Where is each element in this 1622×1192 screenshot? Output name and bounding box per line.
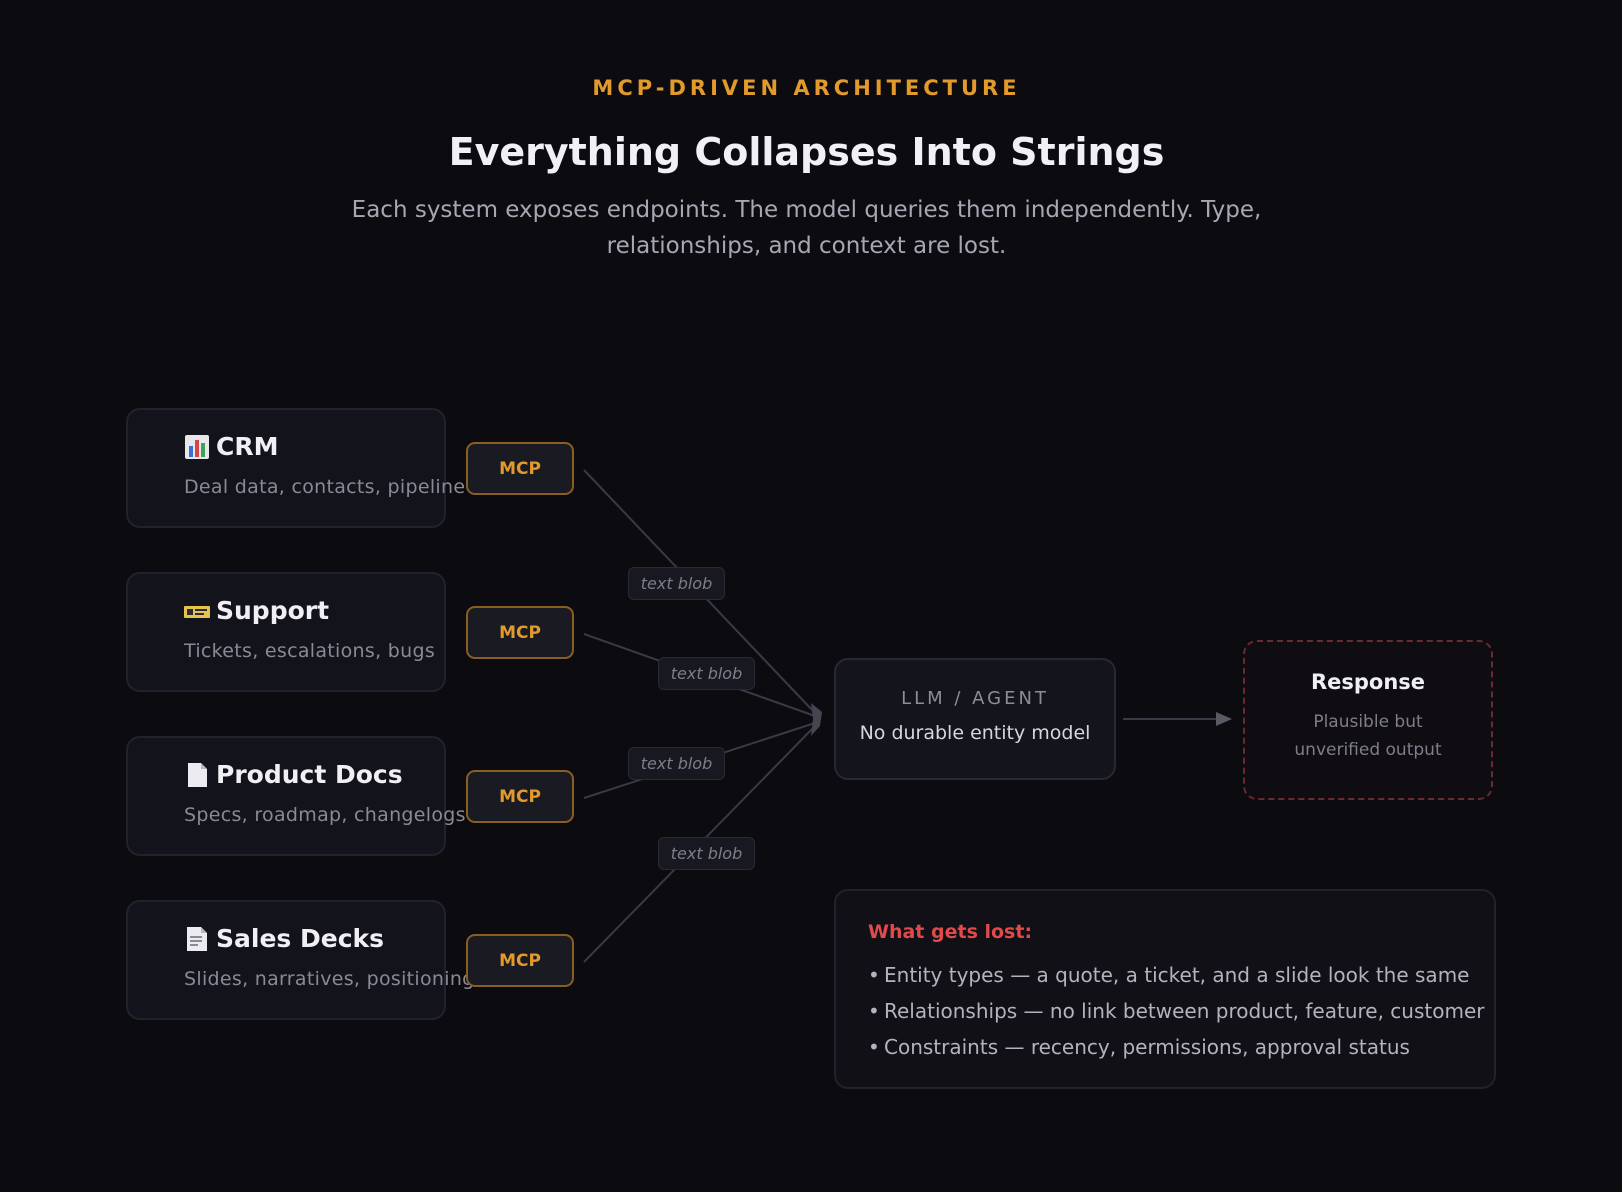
lost-title: What gets lost:	[868, 921, 1033, 943]
lost-item-text: Relationships — no link between product,…	[884, 999, 1485, 1023]
source-name: Product Docs	[216, 760, 403, 789]
source-name: CRM	[216, 432, 279, 461]
edge-label-text-blob: text blob	[628, 747, 725, 780]
source-card-support: Support Tickets, escalations, bugs	[126, 572, 446, 692]
response-title: Response	[1310, 670, 1426, 694]
what-gets-lost-panel: What gets lost: •Entity types — a quote,…	[834, 889, 1496, 1089]
source-description: Tickets, escalations, bugs	[184, 640, 436, 662]
arrow-head-icon	[1216, 712, 1232, 726]
bullet-icon: •	[868, 963, 880, 987]
ticket-icon	[184, 598, 210, 624]
page-subtitle: Each system exposes endpoints. The model…	[351, 197, 1262, 259]
merge-node-icon	[811, 703, 822, 736]
edge-label-text-blob: text blob	[658, 657, 755, 690]
llm-agent-sublabel: No durable entity model	[859, 722, 1091, 744]
response-node: Response Plausible but unverified output	[1243, 640, 1493, 800]
diagram-eyebrow: MCP-DRIVEN ARCHITECTURE	[592, 76, 1021, 100]
page-title: Everything Collapses Into Strings	[448, 130, 1165, 174]
lost-list-item: •Entity types — a quote, a ticket, and a…	[868, 957, 1485, 993]
bar-chart-icon	[184, 434, 210, 460]
source-description: Specs, roadmap, changelogs	[184, 804, 466, 826]
edge-label-text-blob: text blob	[658, 837, 755, 870]
lost-item-text: Entity types — a quote, a ticket, and a …	[884, 963, 1470, 987]
lost-list: •Entity types — a quote, a ticket, and a…	[868, 957, 1485, 1065]
mcp-connector-crm: MCP	[466, 442, 574, 495]
lost-item-text: Constraints — recency, permissions, appr…	[884, 1035, 1410, 1059]
source-description: Slides, narratives, positioning	[184, 968, 475, 990]
lost-list-item: •Relationships — no link between product…	[868, 993, 1485, 1029]
source-card-product-docs: Product Docs Specs, roadmap, changelogs	[126, 736, 466, 856]
slides-icon	[184, 926, 210, 952]
response-description: Plausible but unverified output	[1245, 708, 1491, 764]
mcp-connector-product-docs: MCP	[466, 770, 574, 823]
response-description-text: Plausible but unverified output	[1294, 712, 1442, 760]
edge-label-text-blob: text blob	[628, 567, 725, 600]
source-card-crm: CRM Deal data, contacts, pipeline	[126, 408, 465, 528]
source-card-sales-decks: Sales Decks Slides, narratives, position…	[126, 900, 474, 1020]
document-icon	[184, 762, 210, 788]
mcp-connector-support: MCP	[466, 606, 574, 659]
bullet-icon: •	[868, 1035, 880, 1059]
lost-list-item: •Constraints — recency, permissions, app…	[868, 1029, 1485, 1065]
llm-agent-label: LLM / AGENT	[901, 688, 1049, 709]
source-name: Support	[216, 596, 330, 625]
mcp-connector-sales-decks: MCP	[466, 934, 574, 987]
source-description: Deal data, contacts, pipeline	[184, 476, 466, 498]
bullet-icon: •	[868, 999, 880, 1023]
source-name: Sales Decks	[216, 924, 385, 953]
llm-agent-node: LLM / AGENT No durable entity model	[834, 658, 1116, 780]
